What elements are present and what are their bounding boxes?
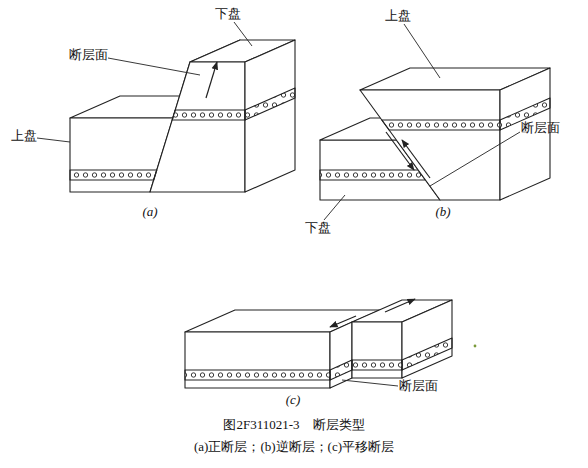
leader-line xyxy=(108,58,200,75)
part-label: 上盘 xyxy=(385,8,411,24)
rock-layer xyxy=(70,170,157,180)
rock-layer xyxy=(402,338,452,370)
motion-arrow xyxy=(386,132,414,170)
rock-layer xyxy=(382,120,500,130)
block-front xyxy=(185,332,330,388)
part-label: 断层面 xyxy=(69,47,108,63)
panel-label: (c) xyxy=(286,392,300,408)
part-label: 下盘 xyxy=(215,6,241,22)
leader-line xyxy=(234,22,252,46)
rock-layer xyxy=(330,360,352,380)
rock-layer xyxy=(245,88,295,120)
part-label: 上盘 xyxy=(11,128,37,144)
leader-line xyxy=(37,138,70,142)
panel-label: (b) xyxy=(435,204,450,220)
hanging-wall-front xyxy=(360,90,500,200)
footwall-front xyxy=(150,62,245,192)
panel-label: (a) xyxy=(142,204,157,220)
leader-line xyxy=(404,24,440,78)
rock-layer xyxy=(320,170,426,180)
leader-line xyxy=(342,380,398,386)
part-label: 断层面 xyxy=(521,120,560,136)
rock-layer xyxy=(172,110,245,120)
block-side xyxy=(402,300,452,378)
motion-arrow xyxy=(385,299,415,312)
leader-line xyxy=(324,195,345,220)
fault-plane xyxy=(330,322,352,388)
footwall-side xyxy=(245,40,295,192)
block-front xyxy=(352,322,402,378)
part-label: (a)正断层；(b)逆断层；(c)平移断层 xyxy=(194,439,394,455)
leader-line xyxy=(430,132,520,186)
motion-arrow xyxy=(206,62,217,98)
figure-caption: 图2F311021-3 断层类型 xyxy=(223,417,364,433)
part-label: 断层面 xyxy=(399,378,438,394)
motion-arrow xyxy=(330,316,356,327)
rock-layer xyxy=(352,360,402,370)
part-label: 下盘 xyxy=(305,220,331,236)
speck xyxy=(474,345,477,348)
rock-layer xyxy=(185,370,330,380)
